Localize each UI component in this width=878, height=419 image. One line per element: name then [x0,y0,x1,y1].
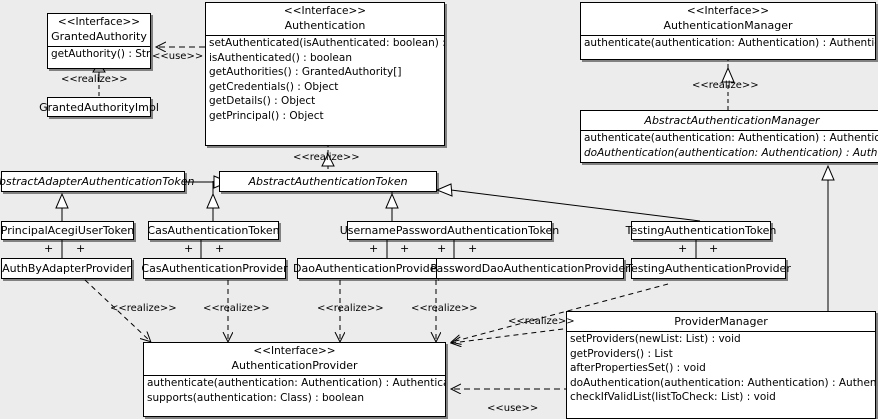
class-box-abstract-authentication-token[interactable]: AbstractAuthenticationToken [219,171,437,192]
class-name-label: Authentication [284,19,366,32]
class-name-label: DaoAuthenticationProvider [293,262,441,275]
operation-item: setProviders(newList: List) : void [570,333,741,345]
class-name-label: AbstractAuthenticationToken [248,175,408,188]
class-name-label: TestingAuthenticationToken [625,224,777,237]
class-name-label: UsernamePasswordAuthenticationToken [339,224,560,237]
operations-compartment: setProviders(newList: List) : void getPr… [567,331,875,405]
class-box-granted-authority[interactable]: <<Interface>> GrantedAuthority getAuthor… [47,13,151,69]
class-header: <<Interface>> Authentication [206,3,444,35]
operation-item: supports(authentication: Class) : boolea… [147,391,364,404]
edge-label-use: <<use>> [487,403,539,414]
stereotype-label: <<Interface>> [283,5,367,17]
operation-item: setAuthenticated(isAuthenticated: boolea… [209,37,444,49]
stereotype-label: <<Interface>> [253,345,336,357]
operation-item: getAuthorities() : GrantedAuthority[] [209,66,402,79]
class-name-label: AuthenticationProvider [231,359,358,372]
class-name-label: GrantedAuthorityImpl [39,100,159,114]
edge-label-realize: <<realize>> [692,80,759,91]
operation-item: getAuthority() : String [51,48,150,60]
stereotype-label: <<Interface>> [686,5,770,17]
class-box-authentication-manager[interactable]: <<Interface>> AuthenticationManager auth… [580,2,876,60]
class-name-label: ProviderManager [674,315,768,328]
class-box-testing-authentication-token[interactable]: TestingAuthenticationToken [625,221,777,240]
edge-label-use: <<use>> [152,51,204,62]
edge-label-realize: <<realize>> [411,303,478,314]
multiplicity-mark: + [678,242,688,255]
class-box-dao-authentication-provider[interactable]: DaoAuthenticationProvider [293,258,441,279]
class-box-provider-manager[interactable]: ProviderManager setProviders(newList: Li… [566,311,876,419]
class-name-label: AbstractAdapterAuthenticationToken [0,175,195,188]
class-name-label: AbstractAuthenticationManager [644,114,820,127]
stereotype-label: <<Interface>> [57,16,141,28]
operations-compartment: authenticate(authentication: Authenticat… [581,130,878,160]
multiplicity-mark: + [76,242,86,255]
operations-compartment: getAuthority() : String [48,46,150,62]
operations-compartment: authenticate(authentication: Authenticat… [144,375,445,405]
edge-label-realize: <<realize>> [293,152,360,163]
operation-item: checkIfValidList(listToCheck: List) : vo… [570,391,776,404]
edge-label-realize: <<realize>> [203,303,270,314]
multiplicity-mark: + [215,242,225,255]
operation-item: getDetails() : Object [209,95,316,108]
class-name-label: PasswordDaoAuthenticationProvider [430,262,630,275]
edge-label-realize: <<realize>> [508,316,575,327]
multiplicity-mark: + [44,242,54,255]
class-header: ProviderManager [567,312,875,331]
multiplicity-mark: + [437,242,447,255]
operation-item: getProviders() : List [570,347,673,360]
multiplicity-mark: + [369,242,379,255]
multiplicity-mark: + [709,242,719,255]
class-box-principal-acegi-user-token[interactable]: PrincipalAcegiUserToken [1,221,134,240]
class-box-granted-authority-impl[interactable]: GrantedAuthorityImpl [39,97,159,117]
edge-label-realize: <<realize>> [110,303,177,314]
class-name-label: AuthByAdapterProvider [2,262,131,275]
operation-item: doAuthentication(authentication: Authent… [584,146,878,159]
operation-item: isAuthenticated() : boolean [209,51,352,64]
class-box-authentication-provider[interactable]: <<Interface>> AuthenticationProvider aut… [143,342,446,417]
class-box-abstract-authentication-manager[interactable]: AbstractAuthenticationManager authentica… [580,110,878,163]
edge-label-realize: <<realize>> [317,303,384,314]
class-box-username-password-authentication-token[interactable]: UsernamePasswordAuthenticationToken [339,221,560,240]
multiplicity-mark: + [184,242,194,255]
class-box-testing-authentication-provider[interactable]: TestingAuthenticationProvider [626,258,791,279]
edge-label-realize: <<realize>> [61,74,128,85]
operation-item: getCredentials() : Object [209,80,339,93]
class-name-label: AuthenticationManager [663,19,793,32]
class-box-authentication[interactable]: <<Interface>> Authentication setAuthenti… [205,2,445,146]
class-header: AbstractAuthenticationManager [581,111,878,130]
operation-item: authenticate(authentication: Authenticat… [584,37,875,49]
operation-item: getPrincipal() : Object [209,109,324,122]
operation-item: afterPropertiesSet() : void [570,362,706,375]
class-header: <<Interface>> AuthenticationManager [581,3,875,35]
class-name-label: GrantedAuthority [51,30,147,43]
class-box-cas-authentication-provider[interactable]: CasAuthenticationProvider [141,258,288,279]
class-name-label: CasAuthenticationProvider [141,262,288,275]
class-name-label: CasAuthenticationToken [147,224,280,237]
class-box-abstract-adapter-authentication-token[interactable]: AbstractAdapterAuthenticationToken [0,171,195,192]
class-box-cas-authentication-token[interactable]: CasAuthenticationToken [147,221,280,240]
operation-item: authenticate(authentication: Authenticat… [584,132,878,144]
class-name-label: TestingAuthenticationProvider [626,262,791,275]
operation-item: doAuthentication(authentication: Authent… [570,376,875,389]
multiplicity-mark: + [400,242,410,255]
operation-item: authenticate(authentication: Authenticat… [147,377,445,389]
class-box-auth-by-adapter-provider[interactable]: AuthByAdapterProvider [1,258,132,279]
class-name-label: PrincipalAcegiUserToken [0,224,135,237]
class-box-password-dao-authentication-provider[interactable]: PasswordDaoAuthenticationProvider [430,258,630,279]
operations-compartment: setAuthenticated(isAuthenticated: boolea… [206,35,444,124]
class-header: <<Interface>> AuthenticationProvider [144,343,445,375]
operations-compartment: authenticate(authentication: Authenticat… [581,35,875,51]
multiplicity-mark: + [468,242,478,255]
class-header: <<Interface>> GrantedAuthority [48,14,150,46]
